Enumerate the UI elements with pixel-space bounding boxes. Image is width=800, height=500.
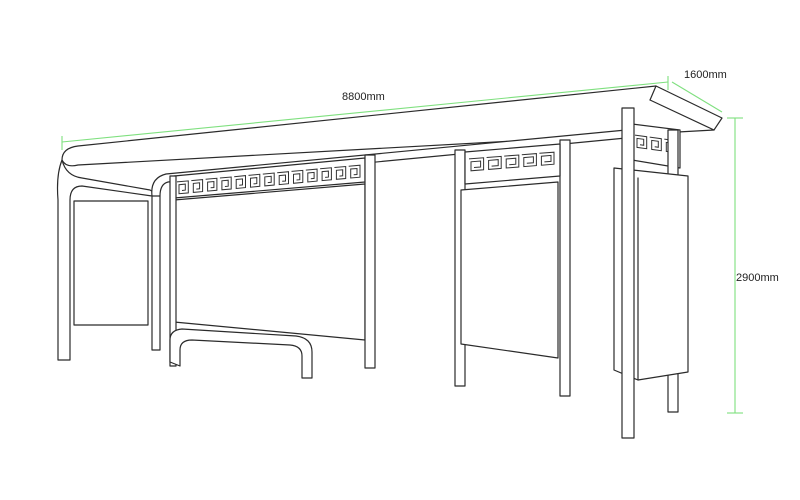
fret-motif [305,168,318,183]
fret-motif [320,167,332,182]
fret-pattern-right [468,151,555,172]
advertising-panel-middle [173,183,366,341]
fret-motif [277,171,289,186]
fret-motif [334,165,347,180]
length-dimension-line [61,81,669,143]
fret-motif [634,134,648,150]
fret-motif [234,175,246,190]
depth-dimension-line [671,81,723,113]
fret-motif [291,169,304,184]
right-bay [454,139,571,397]
right-end-frame [613,107,689,439]
fret-motif [348,164,361,179]
fret-pattern-left [176,164,361,195]
left-end-frame [56,159,161,361]
roof [61,85,723,167]
depth-label: 1600mm [684,69,727,81]
bench [169,328,313,379]
left-end-panel [73,200,149,326]
middle-left-bay [169,154,376,369]
fret-motif [191,179,204,193]
post-middle [364,154,376,369]
fret-motif [176,180,189,195]
length-label: 8800mm [342,91,385,103]
fret-motif [248,173,261,188]
height-label: 2900mm [736,272,779,284]
post-right-b [559,139,571,397]
fret-motif [486,155,502,170]
fret-motif [468,157,485,172]
fret-motif [205,177,218,192]
fret-motif [649,136,662,152]
advertising-panel-right [460,181,559,359]
fret-motif [219,176,232,191]
fret-motif [262,172,275,187]
post-left-inner [169,175,177,367]
fret-motif [539,151,555,166]
fret-motif [504,154,520,169]
dimension-lines [61,76,743,414]
post-end-front [621,107,635,439]
fret-motif [521,153,537,168]
